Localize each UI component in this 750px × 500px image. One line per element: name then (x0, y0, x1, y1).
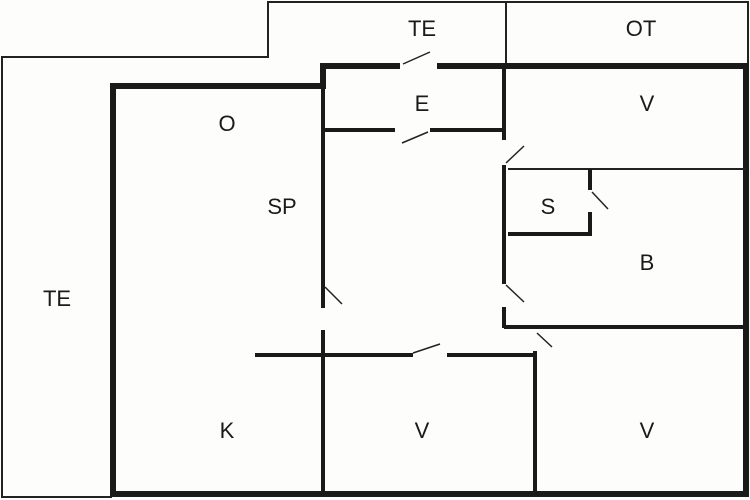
room-label-terrace-top: TE (408, 16, 436, 41)
interior-walls (255, 66, 746, 494)
door-front (402, 51, 431, 65)
room-label-ot: OT (626, 16, 657, 41)
door-entrance (401, 131, 429, 144)
room-label-entrance: E (415, 91, 430, 116)
doors (324, 51, 609, 354)
room-label-terrace-left: TE (43, 286, 71, 311)
room-label-v-bottom-mid: V (415, 418, 430, 443)
exterior-walls (110, 63, 749, 497)
door-v-bottom-mid (412, 343, 441, 354)
room-labels: TE OT E V O SP S B TE K V V (43, 16, 656, 443)
room-label-o: O (218, 111, 235, 136)
door-v-top (505, 145, 525, 164)
door-storage (591, 191, 609, 210)
room-label-v-bottom-right: V (640, 418, 655, 443)
door-sp (324, 286, 343, 305)
room-label-v-top-right: V (640, 91, 655, 116)
door-bathroom (505, 284, 525, 303)
room-label-kitchen: K (220, 418, 235, 443)
room-label-bathroom: B (640, 250, 655, 275)
room-label-storage: S (541, 194, 556, 219)
room-label-sp: SP (267, 194, 296, 219)
door-v-bottom-right (536, 332, 553, 348)
